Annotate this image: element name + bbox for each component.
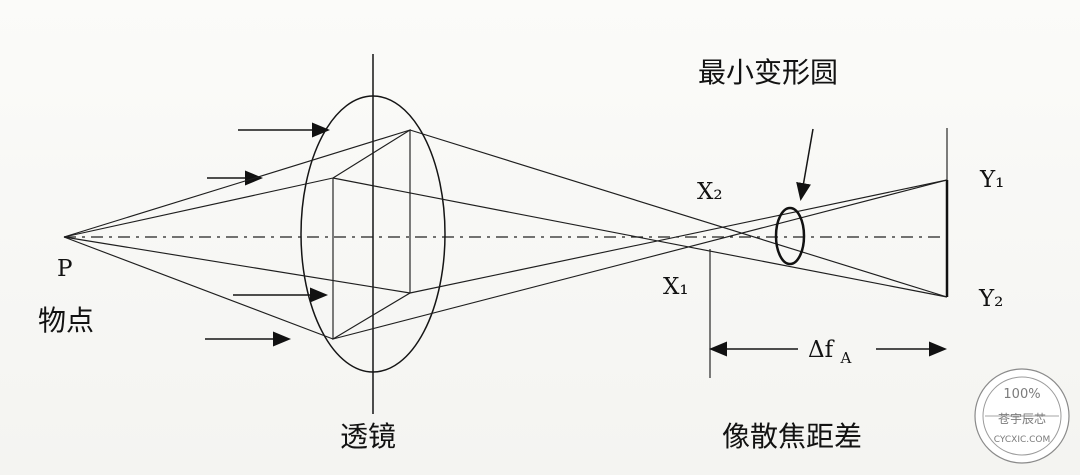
stamp-line-1: 100% — [1003, 387, 1040, 402]
lens-prism-outline — [332, 128, 411, 341]
x2-label: X₂ — [697, 179, 723, 205]
delta-fa-main: Δf — [808, 337, 835, 363]
stamp-inner-circle — [982, 376, 1062, 456]
delta-fa-label: Δf A — [808, 337, 851, 367]
circle-pointer — [796, 128, 814, 201]
stamp-line-3: CYCXIC.COM — [994, 435, 1051, 445]
lens-label: 透镜 — [340, 420, 396, 453]
exit-ray-3 — [332, 177, 948, 298]
ray-from-p-2 — [63, 177, 334, 238]
ray-from-p-1 — [63, 129, 411, 238]
exit-ray-2 — [409, 179, 948, 294]
x1-label: X₁ — [663, 274, 689, 300]
watermark-stamp: 100% 苍宇辰芯 CYCXIC.COM — [974, 368, 1070, 464]
stamp-line-2: 苍宇辰芯 — [998, 412, 1046, 426]
y2-label: Y₂ — [978, 286, 1003, 312]
astigmatic-focal-difference-label: 像散焦距差 — [722, 420, 862, 453]
exit-ray-1 — [409, 129, 948, 298]
circle-of-least-confusion-label: 最小变形圆 — [698, 56, 838, 89]
ray-from-p-4 — [63, 236, 334, 340]
point-p-label: P — [57, 256, 72, 282]
circle-of-least-confusion — [774, 206, 806, 266]
delta-fa-subscript: A — [839, 349, 851, 367]
object-point-label: 物点 — [38, 304, 94, 337]
lens-ellipse — [300, 95, 446, 373]
exit-ray-4 — [332, 179, 948, 340]
ray-from-p-3 — [63, 236, 411, 294]
y1-label: Y₁ — [979, 167, 1004, 193]
